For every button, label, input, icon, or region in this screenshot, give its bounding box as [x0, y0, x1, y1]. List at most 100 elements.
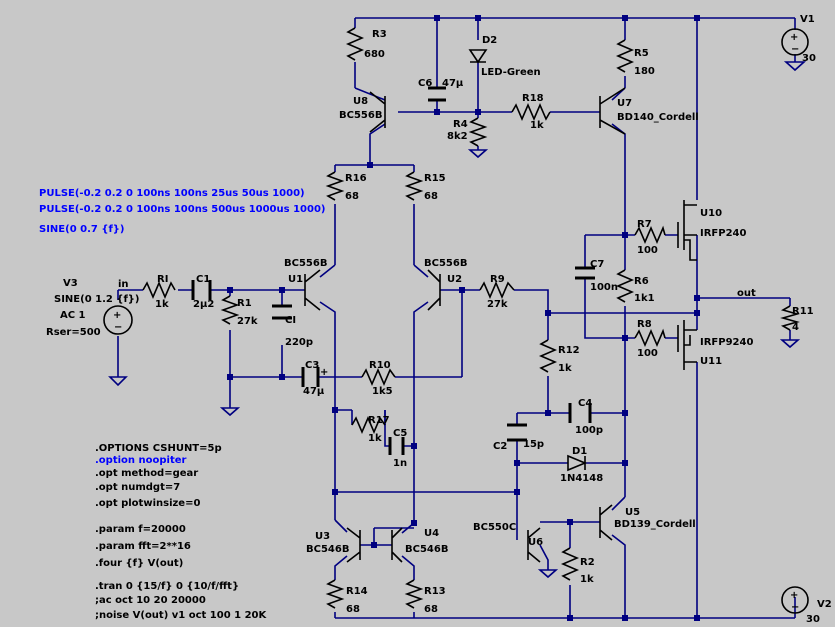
label-c2: C2 — [493, 441, 507, 452]
r7-symbol — [634, 225, 666, 245]
r3-symbol — [345, 27, 365, 61]
label-r13: R13 — [424, 586, 446, 597]
r9-symbol — [479, 280, 515, 300]
value-c6: 47µ — [442, 78, 464, 89]
label-u11: U11 — [700, 356, 722, 367]
diodes — [468, 49, 588, 472]
label-r18: R18 — [522, 93, 544, 104]
value-r13: 68 — [424, 604, 438, 615]
u5-symbol — [599, 504, 613, 541]
label-r10: R10 — [369, 360, 391, 371]
directive-four: .four {f} V(out) — [95, 558, 183, 569]
v3-rser: Rser=500 — [46, 327, 101, 338]
label-v3: V3 — [63, 278, 78, 289]
r4-symbol — [468, 117, 488, 147]
value-c1: 2µ2 — [193, 299, 214, 310]
value-u4: BC546B — [405, 544, 448, 555]
r11-symbol — [780, 305, 800, 331]
label-r7: R7 — [637, 219, 652, 230]
value-d2: LED-Green — [481, 67, 541, 78]
c3-polarity: + — [320, 367, 328, 378]
label-u1: U1 — [288, 274, 303, 285]
value-r11: 4 — [792, 322, 799, 333]
value-r14: 68 — [346, 604, 360, 615]
r15-symbol — [404, 171, 424, 201]
value-r2: 1k — [580, 574, 594, 585]
ci-symbol — [272, 304, 292, 320]
c2-symbol — [507, 423, 527, 442]
v1-symbol — [781, 28, 809, 56]
value-u5: BD139_Cordell — [614, 519, 696, 530]
r12-symbol — [538, 339, 558, 373]
v2-plus: + — [790, 590, 798, 601]
label-r9: R9 — [490, 274, 505, 285]
value-r15: 68 — [424, 191, 438, 202]
value-c3: 47µ — [303, 386, 325, 397]
ground-u6 — [537, 569, 559, 579]
v3-plus: + — [113, 310, 121, 321]
u3-symbol — [346, 527, 361, 563]
u6-symbol — [527, 527, 541, 563]
label-r15: R15 — [424, 173, 446, 184]
c6-symbol — [428, 86, 446, 102]
label-r5: R5 — [634, 48, 649, 59]
label-c5: C5 — [393, 428, 407, 439]
label-d2: D2 — [482, 35, 497, 46]
value-v1: 30 — [802, 53, 816, 64]
ground-v1 — [783, 61, 807, 72]
v3-symbol — [103, 305, 133, 335]
label-u5: U5 — [625, 507, 640, 518]
value-r6: 1k1 — [634, 293, 655, 304]
value-r18: 1k — [530, 120, 544, 131]
value-r5: 180 — [634, 66, 655, 77]
label-r4: R4 — [453, 119, 468, 130]
v1-plus: + — [790, 32, 798, 43]
value-c7: 100n — [590, 282, 618, 293]
value-r4: 8k2 — [447, 131, 468, 142]
value-r12: 1k — [558, 363, 572, 374]
value-d1: 1N4148 — [560, 473, 603, 484]
value-u10: IRFP240 — [700, 228, 746, 239]
value-r8: 100 — [637, 348, 658, 359]
value-v2: 30 — [806, 614, 820, 625]
value-r17: 1k — [368, 433, 382, 444]
label-r17: R17 — [368, 415, 390, 426]
value-u2: BC556B — [424, 258, 467, 269]
value-r1: 27k — [237, 316, 258, 327]
directive-numdgt: .opt numdgt=7 — [95, 482, 180, 493]
component-labels: R3 680 U8 BC556B C6 47µ D2 LED-Green R4 … — [46, 14, 832, 625]
value-u8: BC556B — [339, 110, 382, 121]
value-ci: 220p — [285, 337, 313, 348]
label-c7: C7 — [590, 259, 604, 270]
r18-symbol — [511, 102, 551, 122]
value-u7: BD140_Cordell — [617, 112, 699, 123]
junctions — [227, 15, 700, 621]
label-c6: C6 — [418, 78, 432, 89]
spice-directives: .OPTIONS CSHUNT=5p .option noopiter .opt… — [95, 443, 267, 621]
d2-symbol — [468, 49, 488, 64]
c3-symbol — [301, 367, 320, 387]
directive-param-f: .param f=20000 — [95, 524, 186, 535]
label-r6: R6 — [634, 276, 649, 287]
v2-minus: − — [791, 602, 799, 613]
u7-symbol — [599, 87, 626, 135]
c5-symbol — [388, 437, 405, 455]
grounds — [108, 61, 807, 579]
value-c2: 15p — [523, 439, 544, 450]
d1-symbol — [567, 454, 588, 472]
label-u10: U10 — [700, 208, 722, 219]
value-r16: 68 — [345, 191, 359, 202]
r2-symbol — [560, 547, 580, 581]
ground-v3 — [108, 376, 128, 387]
wires — [117, 17, 796, 619]
net-out: out — [737, 288, 756, 299]
directive-ac: ;ac oct 10 20 20000 — [95, 595, 206, 606]
r13-symbol — [404, 579, 424, 609]
label-u7: U7 — [617, 98, 632, 109]
u2-symbol — [427, 269, 441, 311]
r5-symbol — [615, 39, 635, 73]
c4-symbol — [568, 403, 592, 423]
capacitors: + — [191, 86, 595, 455]
label-v2: V2 — [817, 599, 832, 610]
label-v1: V1 — [800, 14, 815, 25]
